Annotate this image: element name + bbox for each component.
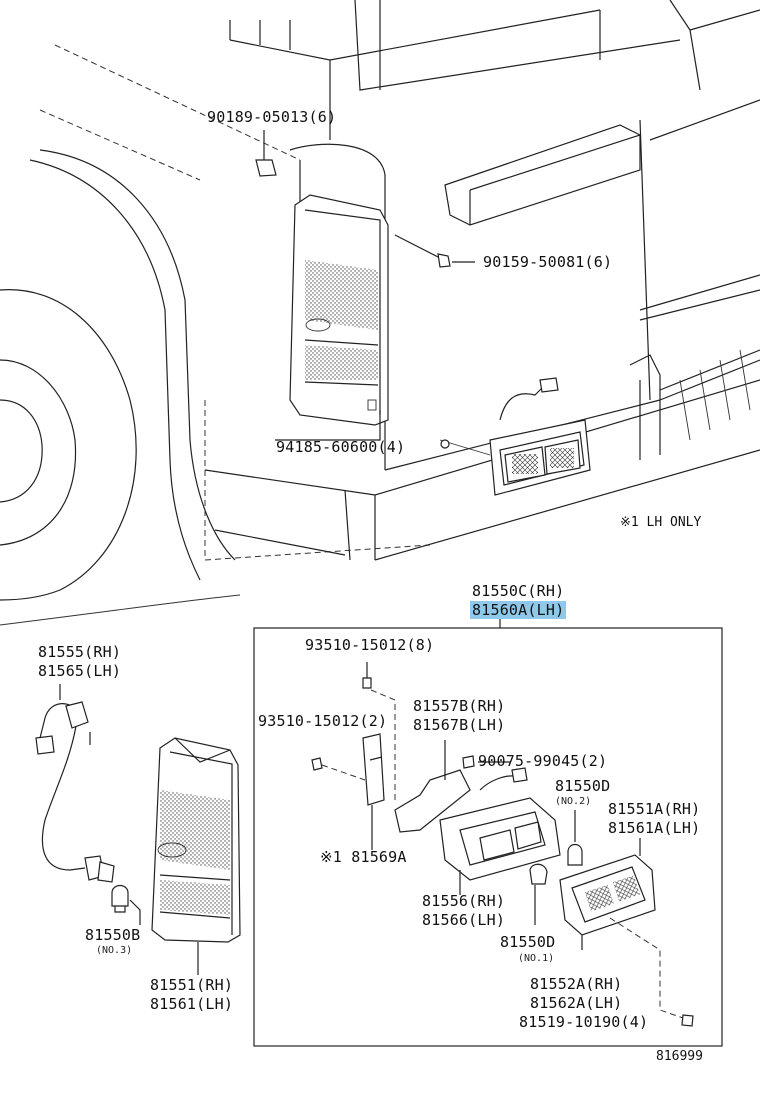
label-part-81557b[interactable]: 81557B(RH)	[413, 697, 506, 715]
label-part-81550c[interactable]: 81550C(RH)	[472, 582, 565, 600]
label-part-90159-50081[interactable]: 90159-50081(6)	[483, 253, 613, 271]
clip-90189-installed	[255, 130, 277, 177]
label-part-81551[interactable]: 81551(RH)	[150, 976, 234, 994]
highlight-81560a: 81560A(LH)	[470, 601, 567, 619]
figure-number: 816999	[656, 1049, 703, 1064]
label-part-81519-10190[interactable]: 81519-10190(4)	[519, 1013, 649, 1031]
label-part-81550d-no2[interactable]: 81550D	[555, 777, 611, 795]
exploded-license-lamp	[311, 662, 694, 1027]
label-bulb-no3: (NO.3)	[96, 945, 133, 956]
label-part-94185-60600[interactable]: 94185-60600(4)	[276, 438, 406, 456]
screw-90159-installed	[394, 234, 475, 268]
label-part-81560a[interactable]: 81560A(LH)	[470, 601, 567, 619]
license-lamp-installed	[275, 377, 591, 496]
bulb-81550b	[111, 884, 141, 925]
label-bulb-no2: (NO.2)	[555, 796, 592, 807]
label-part-81567b[interactable]: 81567B(LH)	[413, 716, 506, 734]
tail-lamp-installed	[289, 194, 389, 426]
label-part-81550d-no1[interactable]: 81550D	[500, 933, 556, 951]
label-bulb-no1: (NO.1)	[518, 953, 555, 964]
label-part-81562a[interactable]: 81562A(LH)	[530, 994, 623, 1012]
label-part-81550b[interactable]: 81550B	[85, 926, 141, 944]
label-part-81551a[interactable]: 81551A(RH)	[608, 800, 701, 818]
socket-wire-81555	[35, 684, 115, 883]
label-part-81561a[interactable]: 81561A(LH)	[608, 819, 701, 837]
tail-lamp-81551	[151, 737, 241, 975]
label-part-90075-99045[interactable]: 90075-99045(2)	[478, 752, 608, 770]
label-part-81569a[interactable]: ※1 81569A	[320, 848, 407, 866]
note-lh-only: ※1 LH ONLY	[620, 515, 702, 530]
label-part-81552a[interactable]: 81552A(RH)	[530, 975, 623, 993]
exploded-view-frame	[253, 627, 723, 1047]
label-part-81556[interactable]: 81556(RH)	[422, 892, 506, 910]
label-part-93510-15012-2[interactable]: 93510-15012(2)	[258, 712, 388, 730]
label-part-93510-15012-8[interactable]: 93510-15012(8)	[305, 636, 435, 654]
label-part-90189-05013[interactable]: 90189-05013(6)	[207, 108, 337, 126]
label-part-81566[interactable]: 81566(LH)	[422, 911, 506, 929]
label-part-81555[interactable]: 81555(RH)	[38, 643, 122, 661]
label-part-81561[interactable]: 81561(LH)	[150, 995, 234, 1013]
vehicle-body	[0, 0, 760, 626]
label-part-81565[interactable]: 81565(LH)	[38, 662, 122, 680]
